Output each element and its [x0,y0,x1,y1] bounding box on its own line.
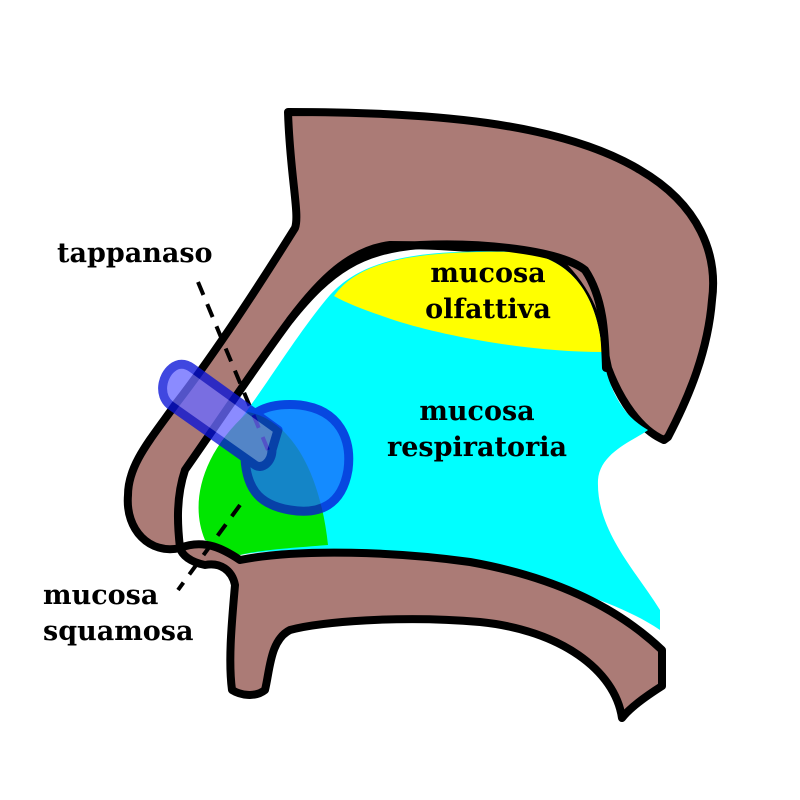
squamous-label-line2: squamosa [43,616,193,647]
palate-tissue [176,540,666,722]
nose-plug-stem [158,359,283,471]
nose-plug [158,359,354,516]
squamous-leader-line [176,503,242,592]
cavity-outline [286,240,610,372]
respiratory-label-line1: mucosa [419,396,534,427]
squamous-label-line1: mucosa [43,580,158,611]
olfactory-label-line1: mucosa [430,258,545,289]
olfactory-label-line2: olfattiva [425,294,551,325]
nose-plug-label: tappanaso [57,238,213,269]
olfactory-mucosa-region [334,251,602,352]
respiratory-label-line2: respiratoria [387,432,567,463]
nasal-tissue [123,108,717,554]
